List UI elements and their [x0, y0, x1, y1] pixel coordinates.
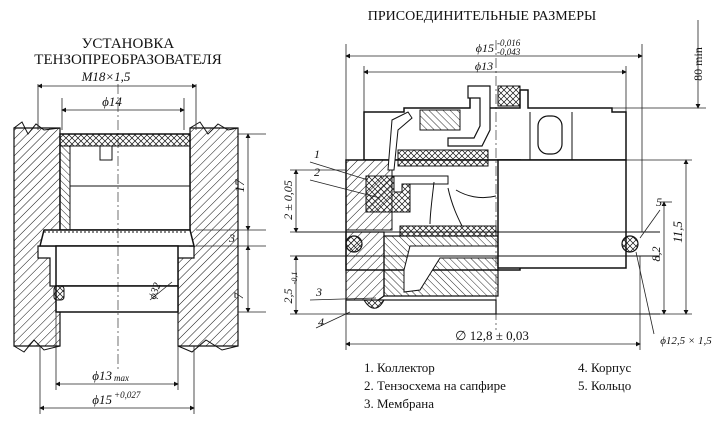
dim-115-label: 11,5 [670, 221, 685, 243]
dim-d15-left-label: ϕ15 [92, 392, 112, 407]
seal-ring-left [345, 235, 363, 253]
dim-25-label: 2,5 [281, 289, 295, 304]
dim-d15-left-tol: +0,027 [114, 390, 141, 400]
dim-2-label: 2 ± 0,05 [281, 180, 295, 220]
dim-3-label: 3 [228, 231, 235, 245]
dim-d14-label: ϕ14 [102, 94, 122, 109]
dim-d32-label: ϕ32 [147, 281, 164, 301]
dim-thread-label: M18×1,5 [81, 69, 131, 84]
left-title-line2: ТЕНЗОПРЕОБРАЗОВАТЕЛЯ [34, 52, 221, 68]
dim-d125-label: ϕ12,5 × 1,5 [660, 335, 712, 347]
left-titles: УСТАНОВКА ТЕНЗОПРЕОБРАЗОВАТЕЛЯ [34, 36, 221, 68]
legend-item-1: 1. Коллектор [364, 360, 435, 375]
callout-2: 2 [314, 165, 320, 179]
dim-d13-right-label: ϕ13 [475, 59, 493, 73]
left-sensor-body [39, 133, 195, 313]
callouts: 1 2 3 4 5 [309, 147, 662, 329]
legend-item-2: 2. Тензосхема на сапфире [364, 378, 506, 393]
dim-128-label: ∅ 12,8 ± 0,03 [455, 328, 529, 343]
dim-d13-label: ϕ13 [92, 368, 112, 383]
dim-d15-right-tol-lower: -0,043 [497, 47, 521, 57]
legend-item-3: 3. Мембрана [364, 396, 434, 411]
left-dimensions: M18×1,5 ϕ14 17 3 7 ϕ32 ϕ13 max ϕ15 +0,02… [37, 69, 266, 414]
callout-1: 1 [314, 147, 320, 161]
seal-ring-right [621, 235, 639, 253]
legend-item-5: 5. Кольцо [578, 378, 632, 393]
dim-17-label: 17 [232, 179, 247, 193]
callout-5: 5 [656, 195, 662, 209]
right-title: ПРИСОЕДИНИТЕЛЬНЫЕ РАЗМЕРЫ [368, 9, 596, 24]
dim-25-tol: -0,1 [290, 272, 299, 285]
callout-4: 4 [318, 315, 324, 329]
dim-80min-label: 80 min [691, 47, 705, 81]
left-title-line1: УСТАНОВКА [82, 36, 175, 52]
dim-d15-right-tol-upper: -0,016 [497, 38, 521, 48]
dim-7-label: 7 [231, 292, 246, 299]
dim-d13-sub: max [114, 373, 129, 383]
legend-item-4: 4. Корпус [578, 360, 632, 375]
right-assembly: ϕ15 -0,016 -0,043 ϕ13 80 min [296, 20, 706, 330]
dim-82-label: 8,2 [649, 247, 663, 262]
dim-d15-right-label: ϕ15 [476, 41, 494, 55]
callout-3: 3 [315, 285, 322, 299]
